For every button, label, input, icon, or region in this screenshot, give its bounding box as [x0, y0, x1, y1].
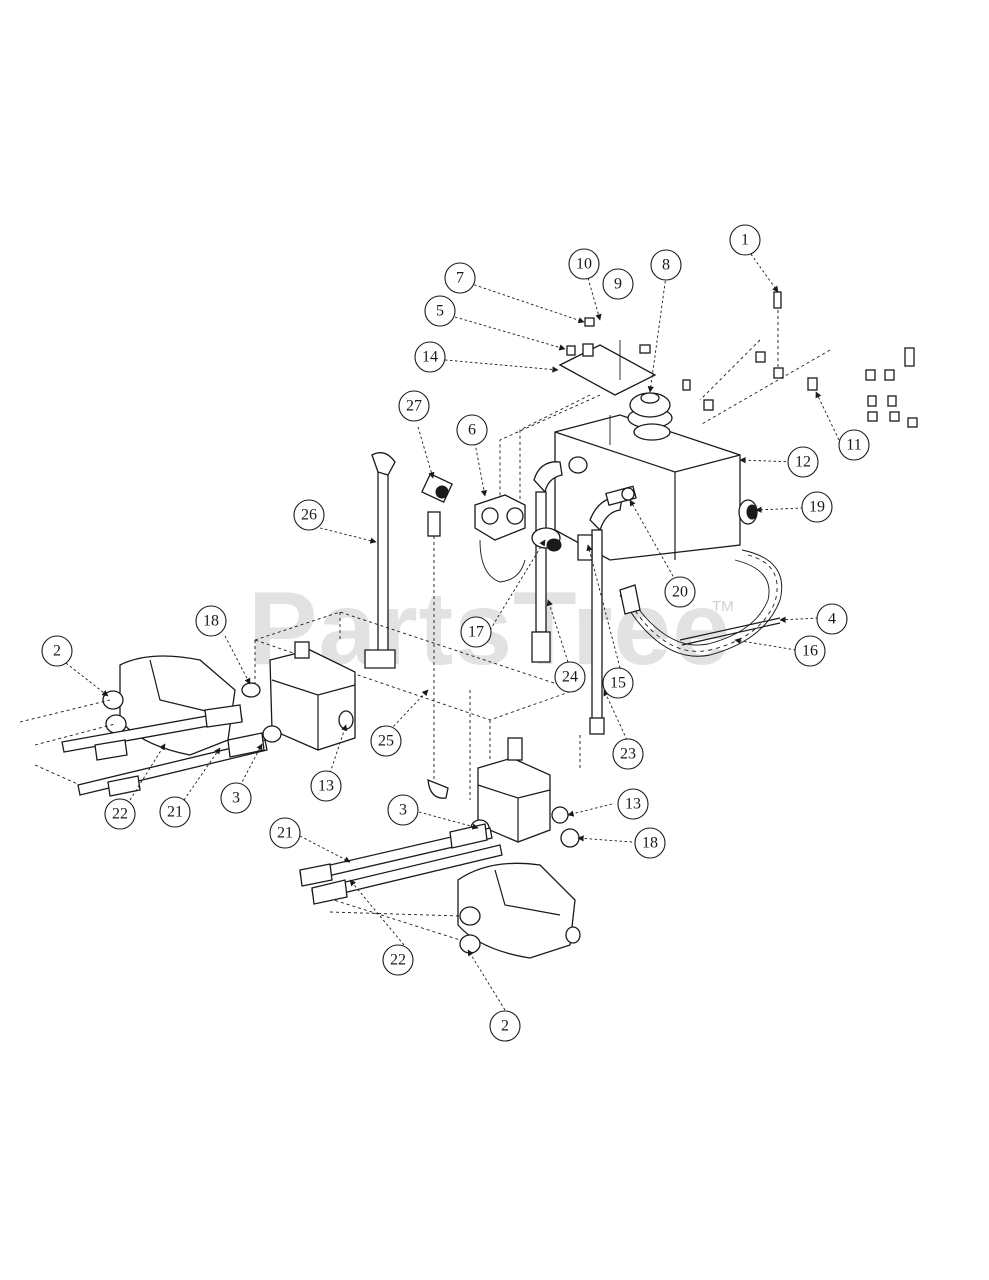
callout-3-right: 3 — [387, 794, 419, 826]
svg-text:6: 6 — [468, 422, 476, 439]
callout-23: 23 — [612, 738, 644, 770]
tank-hardware — [682, 291, 918, 428]
callout-5: 5 — [424, 295, 456, 327]
callout-15: 15 — [602, 667, 634, 699]
svg-text:22: 22 — [112, 806, 128, 823]
fitting-27 — [421, 473, 453, 503]
svg-text:13: 13 — [625, 796, 641, 813]
callout-20: 20 — [664, 576, 696, 608]
svg-text:3: 3 — [399, 802, 407, 819]
callout-7: 7 — [444, 262, 476, 294]
callout-14: 14 — [414, 341, 446, 373]
svg-text:9: 9 — [614, 276, 622, 293]
callout-8: 8 — [650, 249, 682, 281]
callout-22-right: 22 — [382, 944, 414, 976]
right-transaxle — [317, 862, 581, 959]
hose-24 — [531, 461, 563, 663]
hose-23 — [589, 497, 623, 735]
svg-text:15: 15 — [610, 675, 626, 692]
svg-text:21: 21 — [167, 804, 183, 821]
callout-11: 11 — [838, 429, 870, 461]
callout-10: 10 — [568, 248, 600, 280]
callout-16: 16 — [794, 635, 826, 667]
svg-text:11: 11 — [846, 437, 861, 454]
callout-17: 17 — [460, 616, 492, 648]
fitting-20 — [605, 485, 637, 506]
callout-4: 4 — [816, 603, 848, 635]
svg-text:8: 8 — [662, 257, 670, 274]
callout-2-left: 2 — [41, 635, 73, 667]
svg-text:24: 24 — [562, 669, 578, 686]
callout-19: 19 — [801, 491, 833, 523]
svg-text:4: 4 — [828, 611, 836, 628]
fitting-19 — [738, 499, 758, 525]
spiral-hose-16 — [619, 549, 783, 657]
mounting-bracket — [499, 317, 657, 500]
svg-text:18: 18 — [642, 835, 658, 852]
hose-25 — [427, 511, 449, 799]
callout-2-right: 2 — [489, 1010, 521, 1042]
svg-text:5: 5 — [436, 303, 444, 320]
callout-13-right: 13 — [617, 788, 649, 820]
svg-text:3: 3 — [232, 790, 240, 807]
callout-25: 25 — [370, 725, 402, 757]
trademark-mark: TM — [712, 598, 734, 615]
callout-26: 26 — [293, 499, 325, 531]
oil-filter-assembly — [474, 494, 526, 583]
callout-18-left: 18 — [195, 605, 227, 637]
callout-22-left: 22 — [104, 798, 136, 830]
svg-text:1: 1 — [741, 232, 749, 249]
fitting-17 — [531, 527, 562, 552]
callout-21-right: 21 — [269, 817, 301, 849]
svg-text:25: 25 — [378, 733, 394, 750]
callout-24: 24 — [554, 661, 586, 693]
svg-text:18: 18 — [203, 613, 219, 630]
svg-text:17: 17 — [468, 624, 484, 641]
svg-text:13: 13 — [318, 778, 334, 795]
callout-1: 1 — [729, 224, 761, 256]
svg-text:2: 2 — [53, 643, 61, 660]
leader-lines — [61, 249, 840, 1011]
callout-18-right: 18 — [634, 827, 666, 859]
svg-text:14: 14 — [422, 349, 438, 366]
svg-text:23: 23 — [620, 746, 636, 763]
callout-12: 12 — [787, 446, 819, 478]
callout-21-left: 21 — [159, 796, 191, 828]
filler-cap — [627, 392, 673, 441]
hose-26 — [364, 452, 396, 669]
svg-text:2: 2 — [501, 1018, 509, 1035]
svg-text:19: 19 — [809, 499, 825, 516]
svg-text:7: 7 — [456, 270, 464, 287]
svg-text:16: 16 — [802, 643, 818, 660]
svg-text:27: 27 — [406, 398, 422, 415]
tank-fitting-upper — [568, 456, 588, 474]
callout-9: 9 — [602, 268, 634, 300]
svg-text:21: 21 — [277, 825, 293, 842]
svg-text:22: 22 — [390, 952, 406, 969]
svg-text:12: 12 — [795, 454, 811, 471]
callout-13-left: 13 — [310, 770, 342, 802]
fitting-15 — [577, 534, 593, 561]
callout-27: 27 — [398, 390, 430, 422]
svg-text:20: 20 — [672, 584, 688, 601]
callout-3-left: 3 — [220, 782, 252, 814]
callout-6: 6 — [456, 414, 488, 446]
svg-text:10: 10 — [576, 256, 592, 273]
svg-text:26: 26 — [301, 507, 317, 524]
